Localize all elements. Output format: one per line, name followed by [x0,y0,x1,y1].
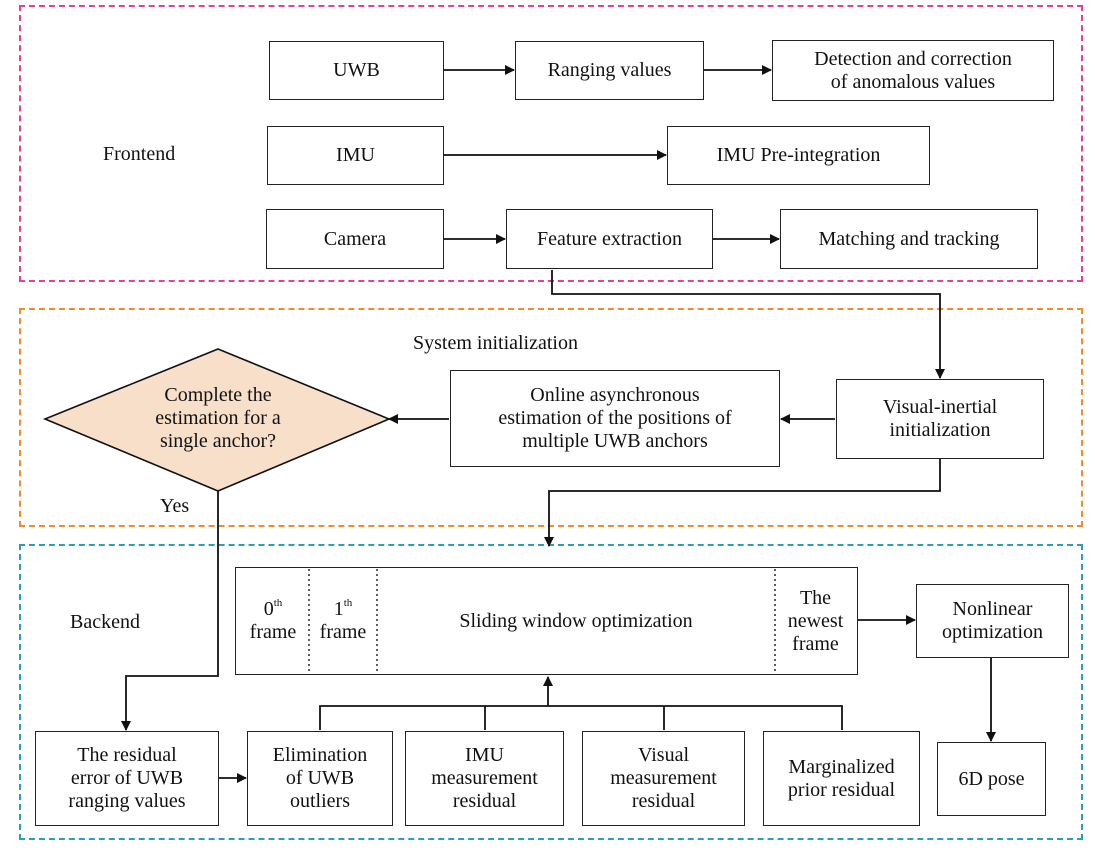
imu-residual-label-line3: residual [452,790,517,812]
newest-frame-line3: frame [792,632,839,655]
frontend-label: Frontend [103,143,176,165]
arrow-frontend-to-vi-init [551,270,945,379]
nonlinear-optimization-box: Nonlinear optimization [916,584,1069,658]
marginalized-label-line1: Marginalized [788,755,895,778]
decision-text-line3: single anchor? [159,430,277,452]
matching-tracking-box: Matching and tracking [780,209,1038,269]
arrow-vi-to-backend [544,459,941,547]
decision-text-line2: estimation for a [155,407,281,429]
elimination-label-line1: Elimination [272,744,368,766]
nonlinear-label-line2: optimization [941,621,1044,643]
nonlinear-label-line1: Nonlinear [952,598,1033,620]
online-estimation-label-line1: Online asynchronous [530,384,700,406]
decision-diamond [42,348,392,492]
frontend-region [19,5,1083,282]
newest-frame-line1: The [799,586,832,609]
frame-1-cell: 1th frame [309,567,377,675]
sliding-window-label-cell: Sliding window optimization [377,567,775,675]
visual-inertial-label-line2: initialization [889,419,991,441]
uwb-residual-label-line2: error of UWB [70,767,184,789]
feature-extraction-label: Feature extraction [537,227,682,250]
visual-residual-label-line3: residual [631,790,696,812]
ranging-values-box: Ranging values [515,41,704,100]
imu-preintegration-box: IMU Pre-integration [667,126,930,185]
uwb-residual-error-box: The residual error of UWB ranging values [35,731,219,826]
uwb-residual-label-line3: ranging values [68,790,186,812]
marginalized-prior-residual-box: Marginalized prior residual [763,731,920,826]
frame-1-word: frame [319,621,367,643]
anomaly-detection-label-line1: Detection and correction [814,47,1012,70]
6d-pose-box: 6D pose [937,742,1046,816]
anomaly-detection-box: Detection and correction of anomalous va… [772,40,1054,101]
uwb-residual-label-line1: The residual [77,744,177,766]
imu-preintegration-label: IMU Pre-integration [716,144,881,166]
camera-box-label: Camera [323,227,387,250]
frame-0-cell: 0th frame [237,567,309,675]
matching-tracking-label: Matching and tracking [818,227,1000,250]
visual-inertial-init-box: Visual-inertial initialization [836,379,1044,459]
arrow-yes-to-residual [121,491,219,731]
yes-label: Yes [160,495,190,517]
frame-1-number: 1 [333,598,344,620]
sliding-window-label: Sliding window optimization [459,609,693,632]
imu-box: IMU [267,126,444,185]
imu-residual-label-line2: measurement [431,767,538,789]
imu-measurement-residual-box: IMU measurement residual [405,731,564,826]
uwb-box: UWB [269,41,444,100]
elimination-label-line3: outliers [290,790,350,812]
online-estimation-box: Online asynchronous estimation of the po… [450,370,780,467]
anomaly-detection-label-line2: of anomalous values [830,70,996,93]
backend-label: Backend [70,611,140,633]
frame-1-superscript: th [343,597,353,609]
marginalized-label-line2: prior residual [787,778,896,801]
uwb-box-label: UWB [333,59,380,81]
imu-box-label: IMU [336,144,375,166]
system-initialization-region [19,308,1083,527]
newest-frame-cell: The newest frame [775,567,856,675]
online-estimation-label-line2: estimation of the positions of [498,407,732,429]
visual-measurement-residual-box: Visual measurement residual [582,731,745,826]
newest-frame-line2: newest [787,609,844,632]
visual-residual-label-line1: Visual [637,744,689,766]
frame-0-number: 0 [263,598,274,620]
uwb-outlier-elimination-box: Elimination of UWB outliers [247,731,393,826]
decision-text-line1: Complete the [164,384,272,406]
frame-0-word: frame [249,621,297,643]
elimination-label-line2: of UWB [285,767,355,789]
camera-box: Camera [266,209,444,269]
feature-extraction-box: Feature extraction [506,209,713,269]
online-estimation-label-line3: multiple UWB anchors [522,430,708,452]
frame-0-superscript: th [273,597,283,609]
decision-text: Complete the estimation for a single anc… [45,384,391,453]
imu-residual-label-line1: IMU [465,744,504,766]
visual-residual-label-line2: measurement [610,767,717,789]
ranging-values-label: Ranging values [547,59,672,81]
visual-inertial-label-line1: Visual-inertial [882,396,998,418]
system-initialization-label: System initialization [413,332,578,354]
6d-pose-label: 6D pose [958,767,1025,790]
sliding-window-box [235,567,858,675]
residual-collector-bar [319,705,843,730]
